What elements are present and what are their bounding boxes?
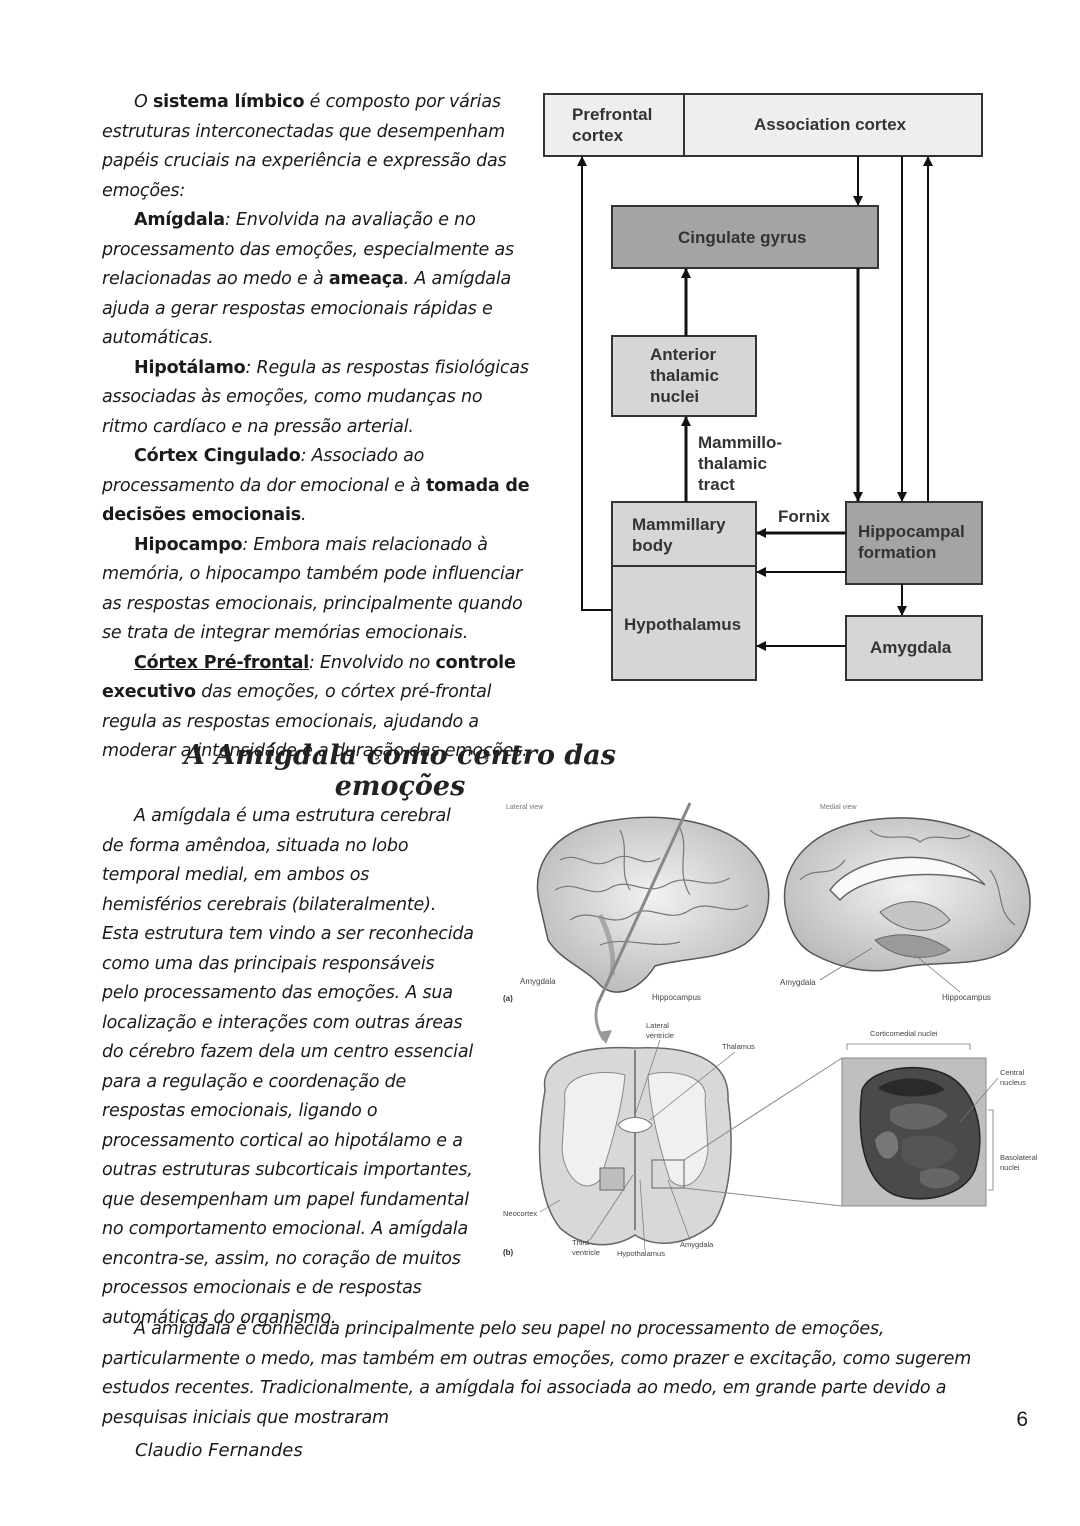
bottom-paragraph: A amígdala é conhecida principalmente pe… bbox=[102, 1319, 972, 1428]
prefrontal-cortex-box bbox=[543, 93, 685, 157]
author-footer: Claudio Fernandes bbox=[135, 1440, 303, 1461]
anterior-label-1: Anterior bbox=[650, 345, 717, 364]
hippocampus-a1-label: Hippocampus bbox=[652, 993, 701, 1002]
limbic-system-text: O sistema límbico é composto por várias … bbox=[102, 88, 530, 767]
limbic-hipocampo: Hipocampo: Embora mais relacionado à mem… bbox=[102, 534, 523, 644]
prefrontal-label-1: Prefrontal bbox=[572, 105, 652, 124]
thalamus-label: Thalamus bbox=[722, 1042, 755, 1051]
amygdala-a1-label: Amygdala bbox=[520, 977, 556, 986]
figure-a-label: (a) bbox=[503, 994, 513, 1003]
bottom-text: A amígdala é conhecida principalmente pe… bbox=[102, 1315, 982, 1433]
mammillothalamic-label-1: Mammillo- bbox=[698, 433, 782, 452]
hippocampus-a2-label: Hippocampus bbox=[942, 993, 991, 1002]
amygdala-label: Amygdala bbox=[870, 638, 952, 657]
amygdala-box bbox=[845, 615, 983, 681]
amygdala-b-label: Amygdala bbox=[680, 1240, 714, 1249]
neocortex-label: Neocortex bbox=[503, 1209, 537, 1218]
arrow-hypothalamus-to-prefrontal bbox=[577, 156, 612, 611]
medial-view-label: Medial view bbox=[820, 804, 858, 811]
amygdala-paragraph: A amígdala é uma estrutura cerebral de f… bbox=[102, 806, 474, 1328]
section-title: A Amígdala como centro das emoções bbox=[184, 740, 616, 802]
amygdala-text: A amígdala é uma estrutura cerebral de f… bbox=[102, 802, 474, 1333]
lateral-view-label: Lateral view bbox=[506, 804, 544, 811]
coronal-section-image bbox=[538, 1046, 732, 1246]
hypothalamus-b-label: Hypothalamus bbox=[617, 1249, 665, 1258]
association-cortex-box bbox=[683, 93, 983, 157]
mammillothalamic-label-3: tract bbox=[698, 475, 735, 494]
limbic-cortex-prefrontal: Córtex Pré-frontal: Envolvido no control… bbox=[102, 652, 528, 762]
limbic-circuit-diagram: Prefrontal cortex Association cortex Cin… bbox=[543, 93, 983, 681]
mammillary-label-2: body bbox=[632, 536, 673, 555]
mammillothalamic-label-2: thalamic bbox=[698, 454, 767, 473]
hypothalamus-label: Hypothalamus bbox=[624, 615, 741, 634]
hippocampal-label-2: formation bbox=[858, 543, 936, 562]
third-ventricle-label-2: ventricle bbox=[572, 1248, 600, 1257]
limbic-amigdala: Amígdala: Envolvida na avaliação e no pr… bbox=[102, 210, 514, 348]
basolateral-label-1: Basolateral bbox=[1000, 1153, 1038, 1162]
page-number: 6 bbox=[1016, 1408, 1028, 1431]
third-ventricle-label-1: Third bbox=[572, 1238, 589, 1247]
medial-brain-image bbox=[783, 817, 1031, 972]
amygdala-a2-label: Amygdala bbox=[780, 978, 816, 987]
lateral-ventricle-label-2: ventricle bbox=[646, 1031, 674, 1040]
hippocampal-formation-box bbox=[845, 501, 983, 585]
prefrontal-label-2: cortex bbox=[572, 126, 624, 145]
basolateral-label-2: nuclei bbox=[1000, 1163, 1020, 1172]
central-nucleus-label-1: Central bbox=[1000, 1068, 1025, 1077]
zoom-line-top bbox=[683, 1057, 843, 1161]
limbic-cortex-cingulado: Córtex Cingulado: Associado ao processam… bbox=[102, 446, 530, 525]
limbic-intro: O sistema límbico é composto por várias … bbox=[102, 92, 507, 201]
mammillary-body-box bbox=[611, 501, 757, 567]
amygdala-nuclei-closeup bbox=[841, 1057, 987, 1207]
cingulate-gyrus-box bbox=[611, 205, 879, 269]
corticomedial-label: Corticomedial nuclei bbox=[870, 1029, 938, 1038]
anterior-label-2: thalamic bbox=[650, 366, 719, 385]
figure-b-label: (b) bbox=[503, 1248, 514, 1257]
hippocampal-label-1: Hippocampal bbox=[858, 522, 965, 541]
anterior-label-3: nuclei bbox=[650, 387, 699, 406]
lateral-ventricle-label-1: Lateral bbox=[646, 1021, 669, 1030]
mammillary-label-1: Mammillary bbox=[632, 515, 726, 534]
cingulate-label: Cingulate gyrus bbox=[678, 228, 806, 247]
limbic-hipotalamo: Hipotálamo: Regula as respostas fisiológ… bbox=[102, 357, 529, 437]
probe-line bbox=[596, 802, 692, 1004]
hypothalamus-box bbox=[611, 565, 757, 681]
association-label: Association cortex bbox=[754, 115, 907, 134]
central-nucleus-label-2: nucleus bbox=[1000, 1078, 1026, 1087]
lateral-brain-image bbox=[536, 816, 770, 993]
brain-anatomy-figure: Lateral view Medial view Amygdala Hippoc… bbox=[503, 802, 1038, 1258]
zoom-line-bottom bbox=[683, 1187, 843, 1207]
fornix-label: Fornix bbox=[778, 507, 830, 526]
